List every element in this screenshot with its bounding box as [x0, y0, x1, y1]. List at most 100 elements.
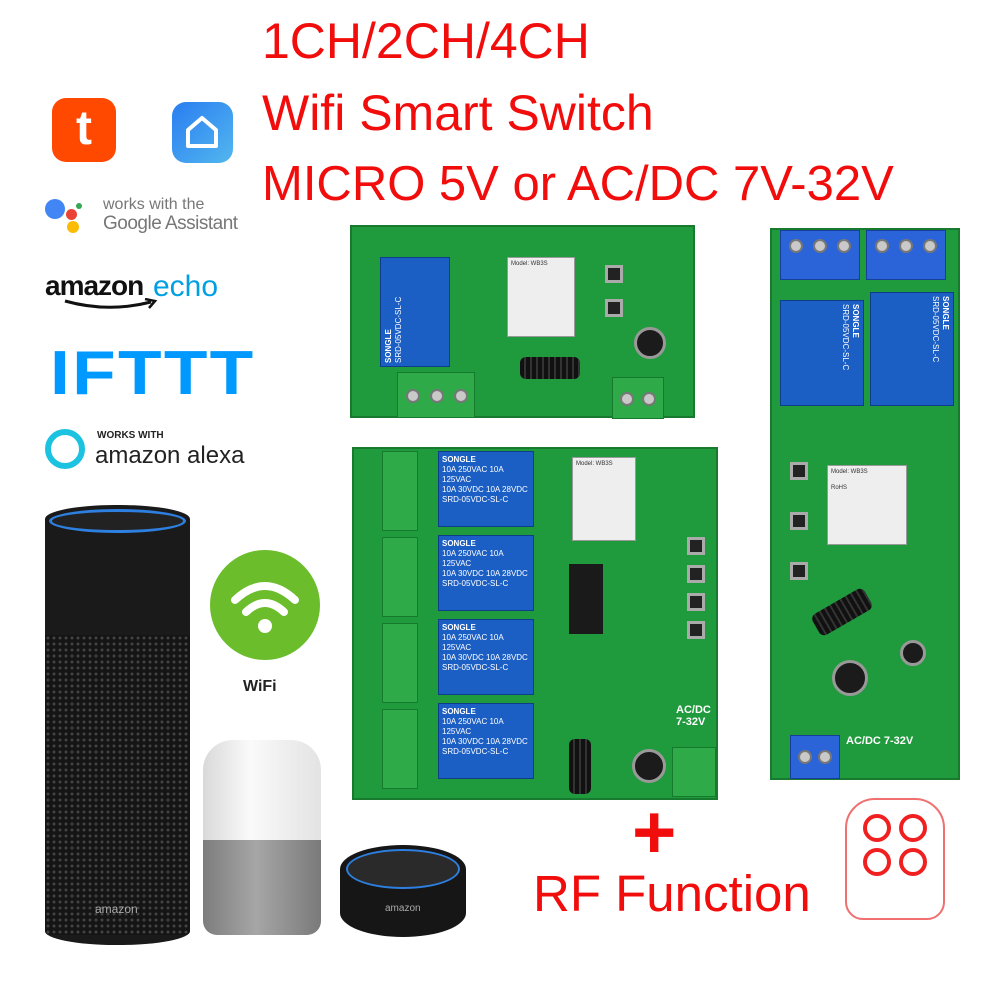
relay-text: SRD-05VDC-SL-C — [442, 495, 509, 504]
rf-remote-icon — [845, 798, 945, 920]
relay-text: SRD-05VDC-SL-C — [442, 663, 509, 672]
alexa-text-line1: WORKS WITH — [97, 430, 164, 441]
terminal-block — [382, 451, 418, 531]
title-line-3: MICRO 5V or AC/DC 7V-32V — [262, 157, 894, 211]
google-dot-icon — [66, 209, 77, 220]
antenna-coil — [569, 739, 591, 794]
rohs-mark: RoHS — [831, 484, 848, 491]
google-text-line1: works with the — [103, 196, 205, 213]
wifi-module: Model: WB3S RoHS — [827, 465, 907, 545]
amazon-smile-icon — [64, 298, 158, 309]
relay-text: SONGLE — [442, 707, 476, 716]
tuya-app-icon: t — [52, 98, 116, 162]
echo-brand: amazon — [95, 902, 138, 916]
capacitor — [632, 749, 666, 783]
wifi-module: Model: WB3S — [572, 457, 636, 541]
antenna-coil — [520, 357, 580, 379]
relay-text: 10A 250VAC 10A 125VAC — [442, 633, 504, 652]
button — [605, 299, 623, 317]
terminal-block — [790, 735, 840, 779]
relay-text: 10A 30VDC 10A 28VDC — [442, 485, 528, 494]
echo-grille — [45, 635, 190, 935]
rf-function-label: RF Function — [533, 865, 811, 922]
relay-text: 10A 250VAC 10A 125VAC — [442, 549, 504, 568]
title-line-2: Wifi Smart Switch — [262, 85, 654, 141]
antenna-coil — [810, 586, 874, 638]
relay-text: 10A 30VDC 10A 28VDC — [442, 737, 528, 746]
alexa-logo: WORKS WITH amazon alexa — [45, 427, 245, 472]
relay-text: SRD-05VDC-SL-C — [931, 296, 940, 363]
echo-dot-device: amazon — [340, 845, 466, 937]
button — [687, 565, 705, 583]
button — [605, 265, 623, 283]
terminal-block — [382, 623, 418, 703]
echo-dot-ring — [346, 849, 460, 889]
amazon-echo-logo: amazon echo — [45, 268, 245, 313]
relay-text: SONGLE — [941, 296, 950, 330]
google-dot-icon — [76, 203, 82, 209]
terminal-block — [612, 377, 664, 419]
amazon-text: amazon — [45, 270, 144, 301]
relay-text: 10A 30VDC 10A 28VDC — [442, 653, 528, 662]
ifttt-logo: IFTTT — [50, 339, 256, 408]
relay-text: SRD-05VDC-SL-C — [394, 296, 403, 363]
alexa-ring-icon — [45, 429, 85, 469]
google-dot-icon — [67, 221, 79, 233]
terminal-block — [397, 372, 475, 418]
amazon-echo-device: amazon — [45, 505, 190, 945]
power-label: AC/DC 7-32V — [846, 735, 914, 747]
plus-sign: + — [632, 790, 677, 875]
title-line-1: 1CH/2CH/4CH — [262, 13, 590, 69]
relay-text: SRD-05VDC-SL-C — [841, 304, 850, 371]
wifi-module: Model: WB3S — [507, 257, 575, 337]
echo-dot-brand: amazon — [385, 903, 421, 914]
relay-text: SONGLE — [442, 455, 476, 464]
relay-text: SRD-05VDC-SL-C — [442, 579, 509, 588]
chip — [569, 564, 603, 634]
button — [687, 537, 705, 555]
alexa-text-line2: amazon alexa — [95, 442, 245, 469]
google-assistant-logo: works with the Google Assistant — [45, 193, 245, 238]
terminal-block — [382, 709, 418, 789]
echo-text: echo — [153, 270, 219, 303]
module-label: Model: WB3S — [831, 469, 868, 475]
google-home-base — [203, 840, 321, 935]
button — [687, 621, 705, 639]
wifi-label: WiFi — [243, 678, 277, 695]
relay-text: SONGLE — [851, 304, 860, 338]
google-dot-icon — [45, 199, 65, 219]
relay-text: SONGLE — [384, 329, 393, 363]
button — [790, 512, 808, 530]
relay-text: 10A 250VAC 10A 125VAC — [442, 717, 504, 736]
google-home-device — [203, 740, 321, 935]
capacitor — [832, 660, 868, 696]
relay-text: SONGLE — [442, 539, 476, 548]
terminal-block — [866, 230, 946, 280]
terminal-block — [780, 230, 860, 280]
button — [790, 462, 808, 480]
wifi-badge — [210, 550, 320, 660]
relay-text: SONGLE — [442, 623, 476, 632]
terminal-block — [382, 537, 418, 617]
module-label: Model: WB3S — [511, 261, 548, 267]
button — [790, 562, 808, 580]
relay-text: 10A 250VAC 10A 125VAC — [442, 465, 504, 484]
echo-light-ring — [49, 509, 186, 533]
relay-text: 10A 30VDC 10A 28VDC — [442, 569, 528, 578]
smart-home-app-icon — [172, 102, 233, 163]
button — [687, 593, 705, 611]
wifi-icon — [231, 582, 299, 633]
power-label: AC/DC 7-32V — [676, 704, 711, 728]
google-text-line2: Google Assistant — [103, 213, 238, 234]
capacitor — [634, 327, 666, 359]
